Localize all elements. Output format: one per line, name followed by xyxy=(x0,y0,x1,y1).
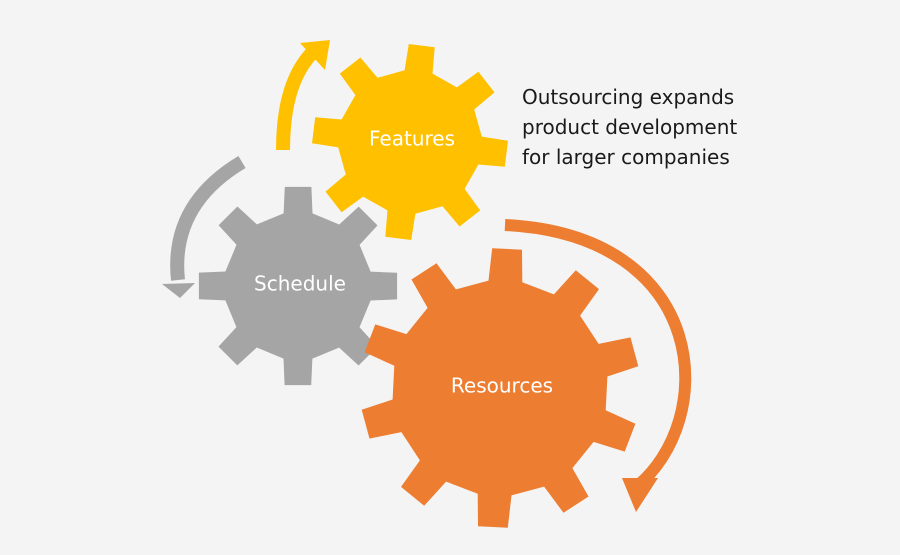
caption-text: Outsourcing expands product development … xyxy=(522,82,782,172)
schedule-gear xyxy=(198,186,398,386)
resources-arrowhead xyxy=(622,478,658,512)
schedule-cycle-arrow xyxy=(170,155,246,281)
features-arrowhead xyxy=(300,40,330,70)
features-cycle-arrow xyxy=(276,44,320,151)
features-gear-label: Features xyxy=(369,127,455,151)
resources-gear xyxy=(361,248,639,528)
resources-cycle-arrow xyxy=(504,219,692,493)
schedule-arrowhead xyxy=(162,283,195,298)
resources-gear-label: Resources xyxy=(451,374,553,398)
caption-line-2: product development xyxy=(522,115,738,139)
caption-line-1: Outsourcing expands xyxy=(522,85,735,109)
features-gear xyxy=(312,44,508,240)
schedule-gear-label: Schedule xyxy=(254,272,346,296)
caption-line-3: for larger companies xyxy=(522,145,730,169)
